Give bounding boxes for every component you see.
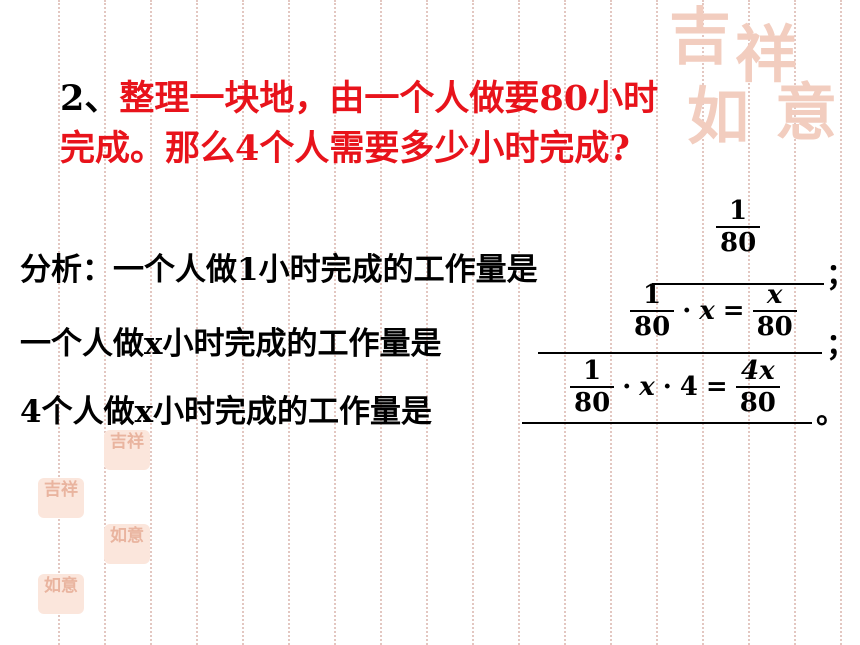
analysis-line-1: 分析：一个人做1小时完成的工作量是	[20, 252, 538, 288]
seal-watermark-small: 吉祥	[104, 430, 150, 470]
seal-char: 意	[775, 76, 838, 149]
seal-watermark-small: 吉祥	[38, 478, 84, 518]
line-end-1: ；	[826, 258, 856, 293]
line-end-3: 。	[816, 396, 846, 431]
seal-watermark-large: 吉 祥 如 意	[665, 2, 855, 162]
problem-statement: 2、整理一块地，由一个人做要80小时 完成。那么4个人需要多少小时完成?	[60, 74, 780, 174]
line-end-2: ；	[826, 328, 856, 363]
seal-char: 吉	[669, 0, 732, 73]
problem-line-1: 2、整理一块地，由一个人做要80小时	[60, 74, 780, 124]
seal-char: 祥	[735, 18, 798, 91]
answer-blank-2	[538, 352, 822, 354]
answer-blank-3	[522, 422, 812, 424]
problem-text-1: 整理一块地，由一个人做要80小时	[119, 78, 659, 119]
problem-number: 2、	[60, 78, 120, 119]
answer-blank-1	[652, 283, 824, 285]
analysis-line-2: 一个人做x小时完成的工作量是	[20, 326, 442, 362]
analysis-line-3: 4个人做x小时完成的工作量是	[20, 394, 433, 430]
seal-watermark-small: 如意	[38, 574, 84, 614]
seal-watermark-small: 如意	[104, 524, 150, 564]
problem-text-2: 完成。那么4个人需要多少小时完成?	[60, 128, 630, 169]
seal-char: 如	[687, 80, 750, 153]
